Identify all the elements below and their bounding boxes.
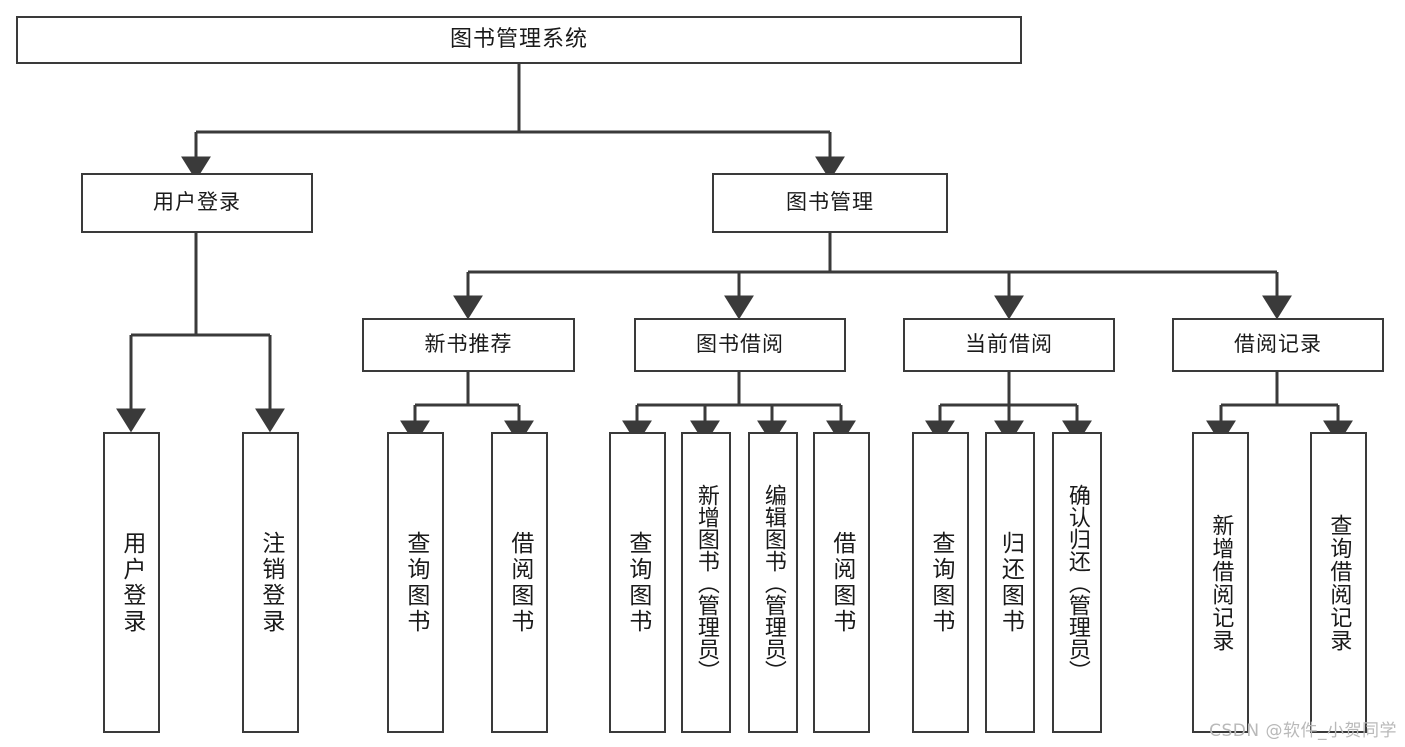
node-label: 当前借阅	[965, 332, 1053, 357]
leaf-recommend-borrow-book[interactable]: 借阅图书	[491, 432, 548, 733]
leaf-borrow-add-book-admin[interactable]: 新增图书（管理员）	[681, 432, 731, 733]
leaf-user-login-signout[interactable]: 注销登录	[242, 432, 299, 733]
node-label: 查询图书	[402, 530, 429, 635]
leaf-borrow-edit-book-admin[interactable]: 编辑图书（管理员）	[748, 432, 798, 733]
node-label: 用户登录	[153, 190, 241, 215]
leaf-current-confirm-return-admin[interactable]: 确认归还（管理员）	[1052, 432, 1102, 733]
leaf-current-return-book[interactable]: 归还图书	[985, 432, 1035, 733]
node-label: 确认归还（管理员）	[1064, 483, 1090, 682]
node-label: 新书推荐	[424, 332, 513, 357]
watermark-text: CSDN @软件_小贺同学	[1209, 721, 1397, 741]
leaf-current-query-book[interactable]: 查询图书	[912, 432, 969, 733]
node-label: 归还图书	[997, 530, 1024, 635]
node-current-borrow[interactable]: 当前借阅	[903, 318, 1115, 372]
leaf-record-query-record[interactable]: 查询借阅记录	[1310, 432, 1367, 733]
node-user-login[interactable]: 用户登录	[81, 173, 313, 233]
node-borrow-record[interactable]: 借阅记录	[1172, 318, 1384, 372]
node-book-management[interactable]: 图书管理	[712, 173, 948, 233]
leaf-record-add-record[interactable]: 新增借阅记录	[1192, 432, 1249, 733]
node-label: 图书管理系统	[449, 26, 588, 52]
node-label: 图书借阅	[696, 332, 784, 357]
leaf-borrow-query-book[interactable]: 查询图书	[609, 432, 666, 733]
leaf-borrow-borrow-book[interactable]: 借阅图书	[813, 432, 870, 733]
node-root-system[interactable]: 图书管理系统	[16, 16, 1022, 64]
node-label: 新增借阅记录	[1208, 513, 1234, 652]
leaf-recommend-query-book[interactable]: 查询图书	[387, 432, 444, 733]
node-label: 编辑图书（管理员）	[760, 483, 786, 682]
node-label: 借阅记录	[1234, 332, 1322, 357]
node-label: 查询图书	[927, 530, 954, 635]
node-label: 注销登录	[257, 530, 284, 635]
node-label: 新增图书（管理员）	[693, 483, 719, 682]
leaf-user-login-signin[interactable]: 用户登录	[103, 432, 160, 733]
node-label: 借阅图书	[828, 530, 855, 635]
node-label: 借阅图书	[506, 530, 533, 635]
node-label: 图书管理	[786, 190, 874, 215]
node-label: 用户登录	[118, 530, 145, 635]
node-label: 查询图书	[624, 530, 651, 635]
node-label: 查询借阅记录	[1326, 513, 1352, 652]
node-new-book-recommend[interactable]: 新书推荐	[362, 318, 575, 372]
node-book-borrow[interactable]: 图书借阅	[634, 318, 846, 372]
